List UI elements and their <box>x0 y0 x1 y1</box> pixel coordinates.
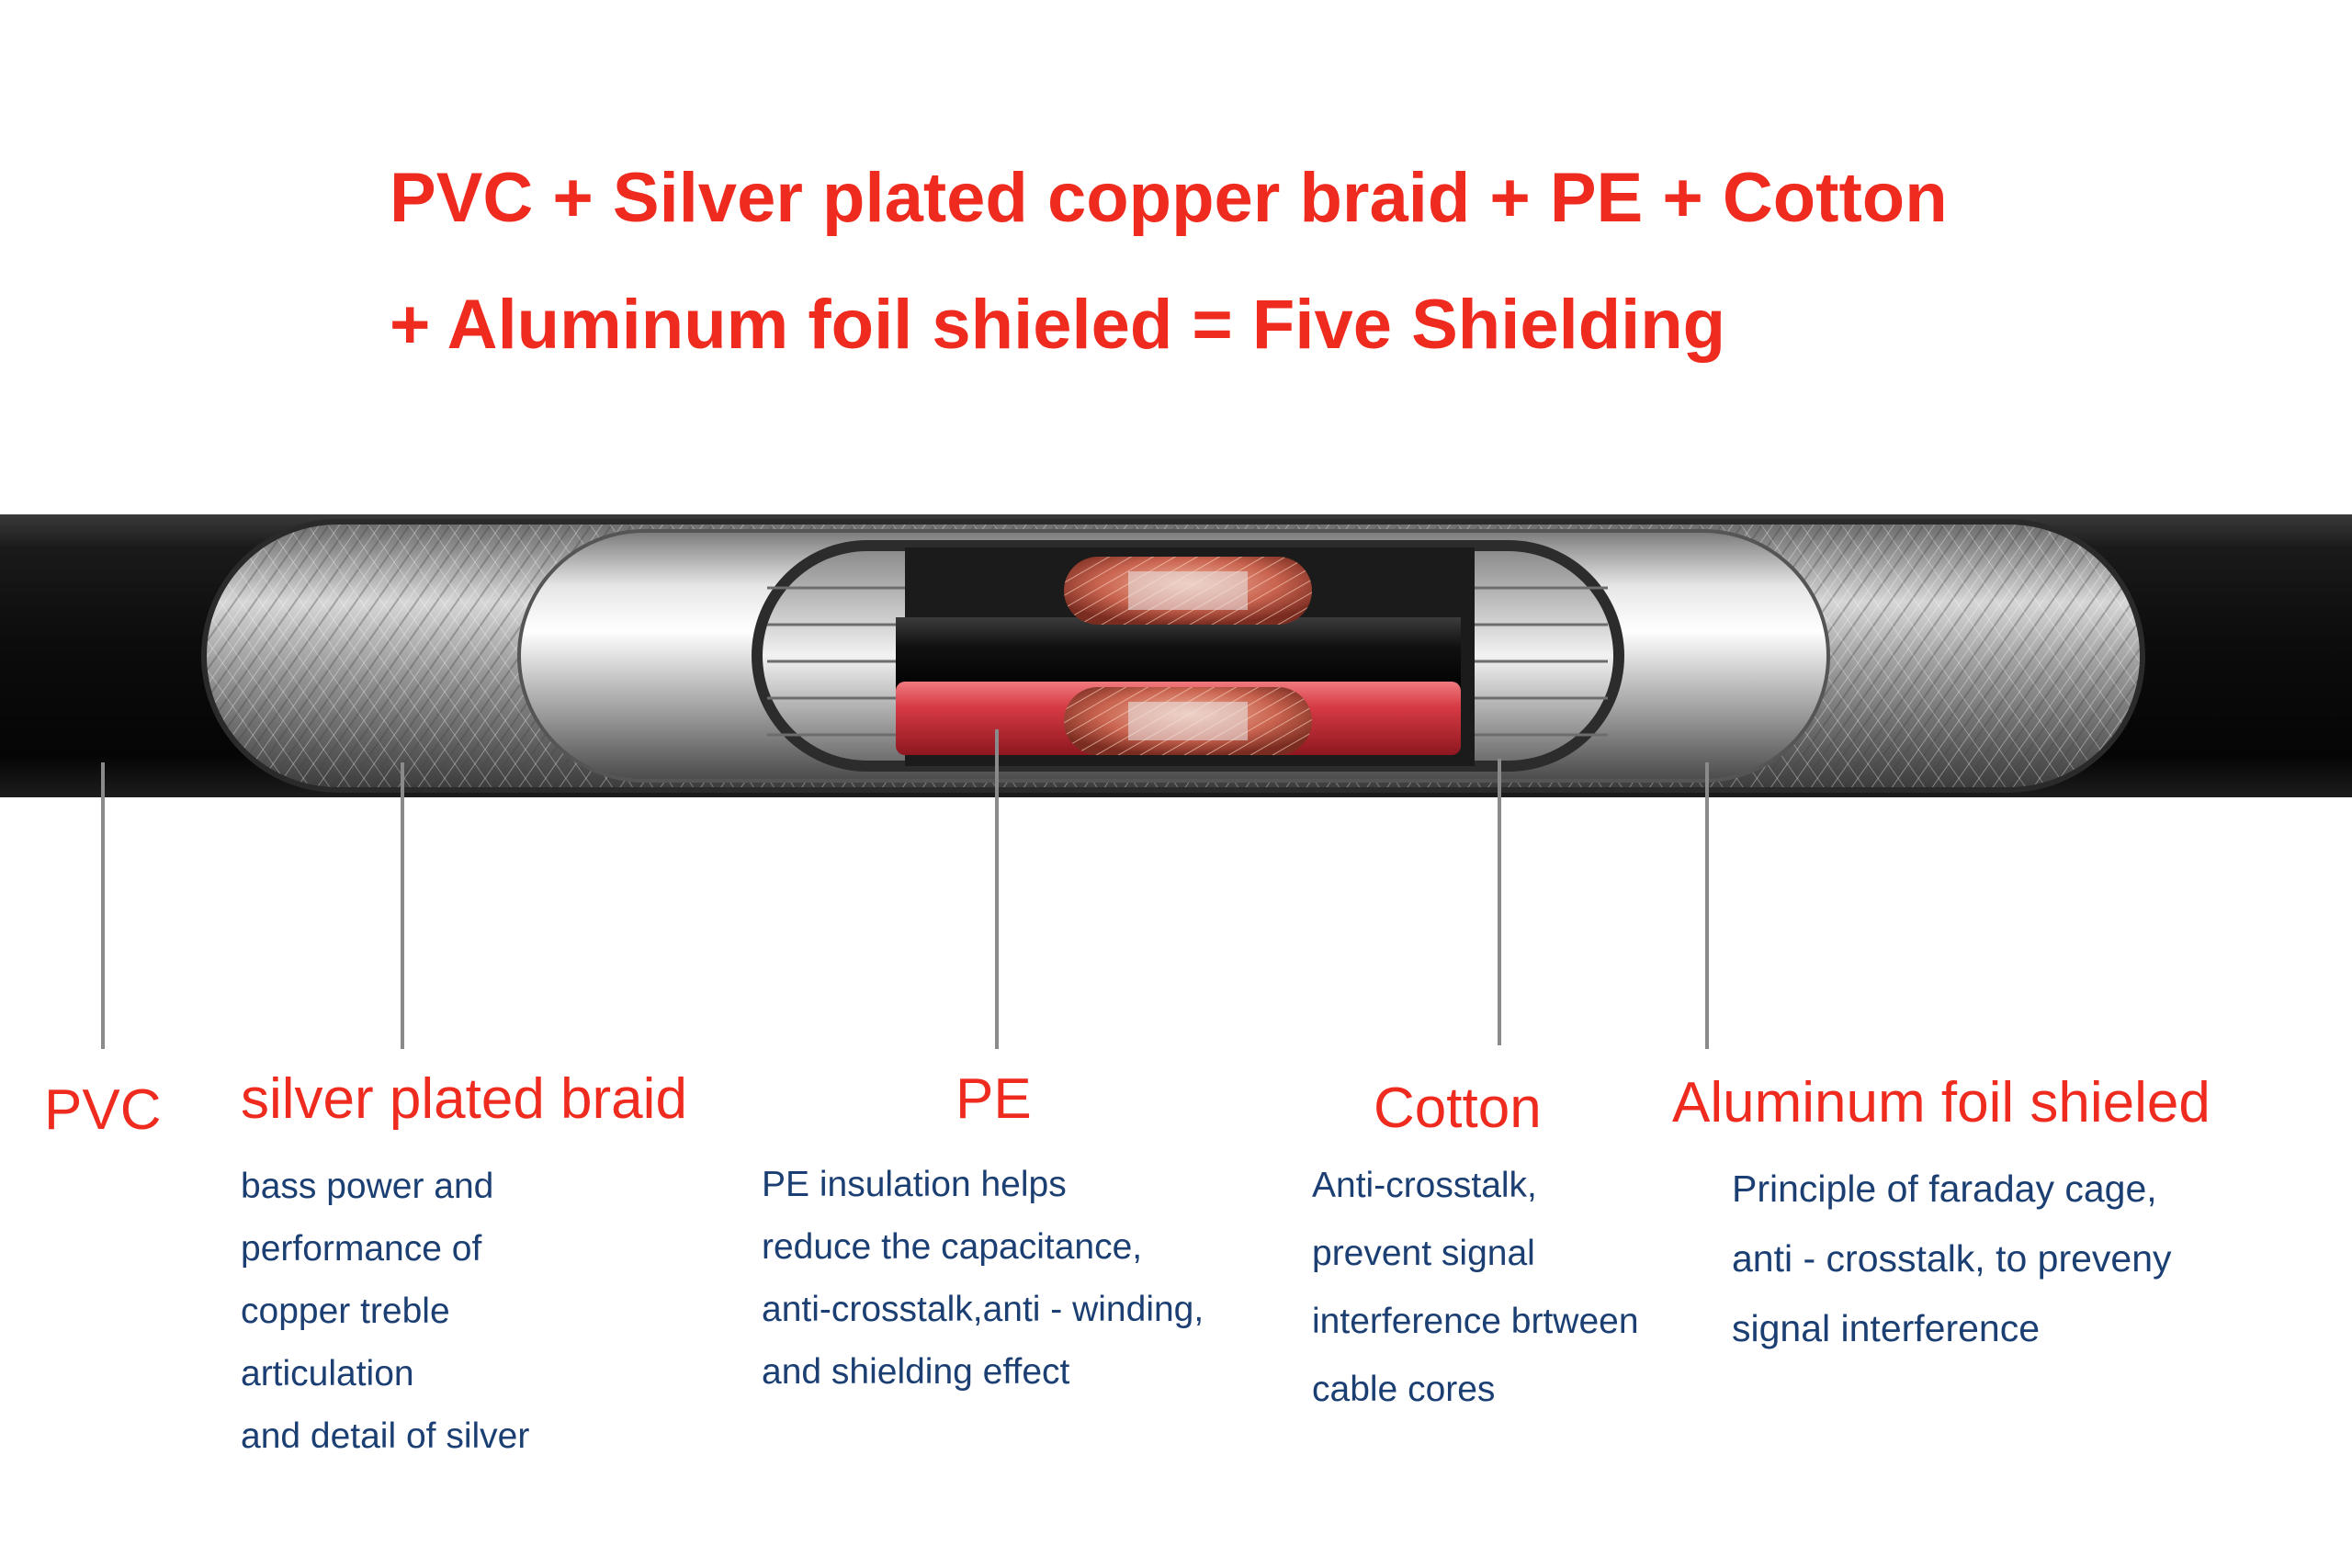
desc-line: Anti-crosstalk, <box>1312 1166 1537 1205</box>
label-aluminum-foil: Aluminum foil shieled <box>1672 1071 2211 1134</box>
black-core <box>896 617 1461 691</box>
headline-line-2: + Aluminum foil shieled = Five Shielding <box>390 286 1726 364</box>
label-pvc: PVC <box>44 1078 162 1142</box>
desc-line: prevent signal <box>1312 1234 1535 1273</box>
label-cotton: Cotton <box>1374 1077 1542 1140</box>
desc-line: and shielding effect <box>762 1352 1070 1392</box>
desc-line: anti - crosstalk, to preveny <box>1732 1237 2172 1280</box>
desc-line: signal interference <box>1732 1307 2041 1349</box>
desc-line: reduce the capacitance, <box>762 1227 1143 1267</box>
desc-line: cable cores <box>1312 1370 1496 1409</box>
desc-silver-plated-braid: bass power and performance of copper tre… <box>241 1156 529 1468</box>
label-pe: PE <box>956 1067 1032 1131</box>
desc-cotton: Anti-crosstalk, prevent signal interfere… <box>1312 1152 1639 1424</box>
desc-pe: PE insulation helps reduce the capacitan… <box>762 1154 1204 1404</box>
desc-line: and detail of silver <box>241 1416 530 1456</box>
copper-conductor-bottom <box>1064 687 1312 755</box>
desc-line: copper treble <box>241 1292 450 1331</box>
desc-line: PE insulation helps <box>762 1165 1067 1204</box>
label-silver-plated-braid: silver plated braid <box>241 1067 687 1131</box>
desc-line: anti-crosstalk,anti - winding, <box>762 1290 1204 1329</box>
desc-aluminum-foil: Principle of faraday cage, anti - crosst… <box>1732 1154 2172 1363</box>
copper-conductor-top <box>1064 557 1312 625</box>
headline-line-1: PVC + Silver plated copper braid + PE + … <box>390 159 1948 237</box>
desc-line: performance of <box>241 1229 482 1269</box>
desc-line: articulation <box>241 1354 414 1393</box>
desc-line: bass power and <box>241 1167 494 1206</box>
desc-line: interference brtween <box>1312 1302 1639 1341</box>
desc-line: Principle of faraday cage, <box>1732 1168 2157 1210</box>
